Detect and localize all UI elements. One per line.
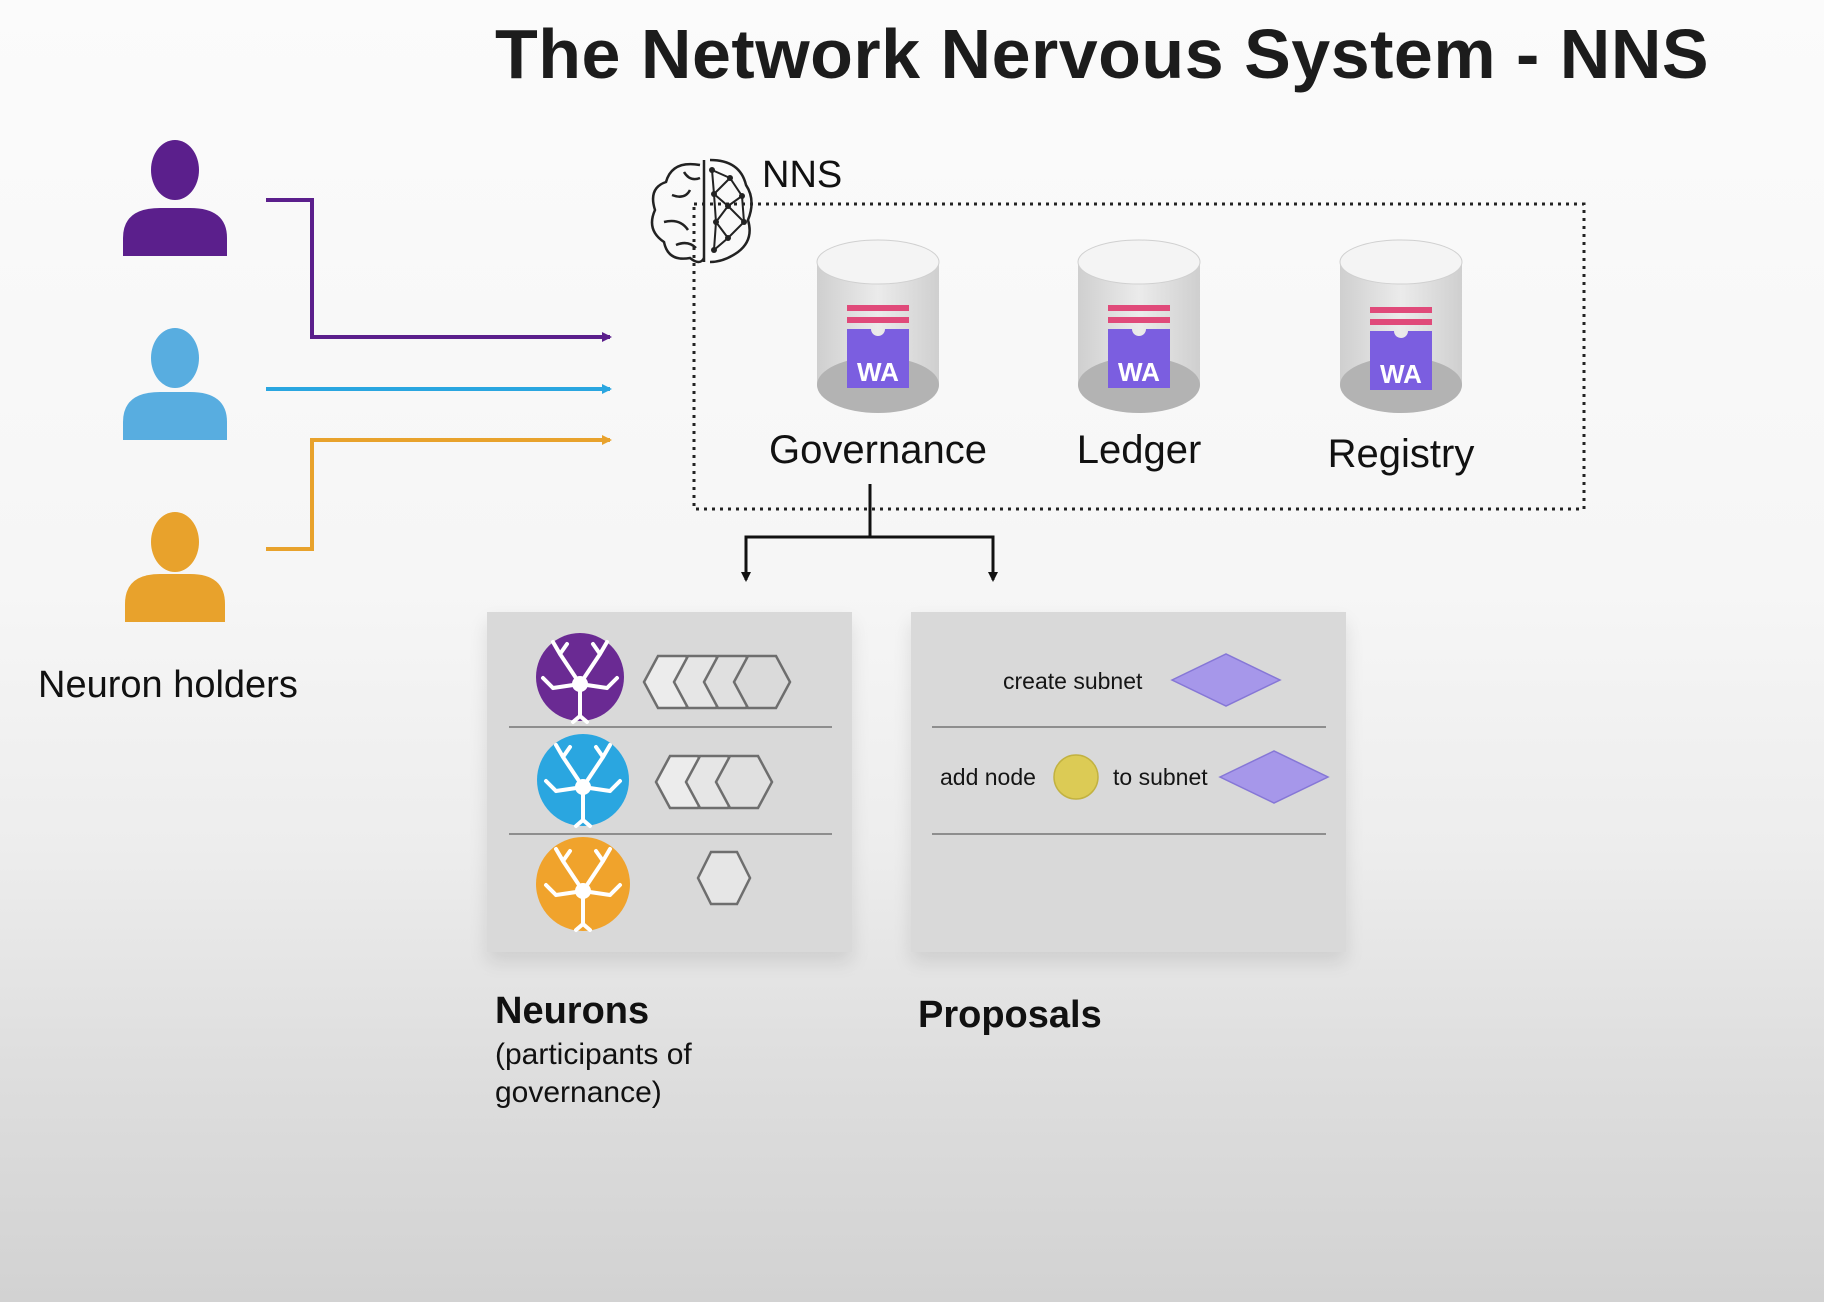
registry-wasm-badge: WA [1380,359,1422,389]
nns-box [692,202,1586,511]
neuron-holders-label: Neuron holders [38,664,298,706]
neuron-holder-orange-icon [125,512,225,622]
neuron-purple-icon [536,633,624,724]
ledger-canister: WA [1077,239,1201,413]
hexagon-stake-row3 [696,850,752,906]
subnet-diamond-icon [1218,750,1330,804]
governance-canister: WA [816,239,940,413]
proposal-create-subnet-text: create subnet [1003,668,1143,694]
arrow-orange [266,435,612,551]
nns-label: NNS [762,154,843,196]
proposals-panel: create subnet add node to subnet [911,612,1346,952]
neuron-blue-icon [537,734,629,828]
registry-label: Registry [1327,432,1475,476]
neurons-panel-graphics [509,633,832,932]
governance-label: Governance [769,428,987,472]
neurons-subtitle-line2: governance) [495,1076,662,1109]
governance-wasm-badge: WA [857,357,899,387]
ledger-label: Ledger [1076,428,1202,472]
ledger-wasm-badge: WA [1118,357,1160,387]
arrow-to-proposals [870,535,998,582]
arrow-to-neurons [741,535,870,582]
neuron-orange-icon [536,837,630,932]
neurons-subtitle-line1: (participants of [495,1038,692,1071]
slide-title: The Network Nervous System - NNS [495,15,1710,93]
hexagon-stake-row2 [654,754,774,810]
neurons-title: Neurons [495,990,650,1032]
neuron-holder-purple-icon [123,140,227,256]
arrow-purple [266,198,612,342]
proposal-add-node-text: add node [940,764,1036,790]
subnet-diamond-icon [1170,653,1282,707]
brain-network-icon [650,158,753,264]
proposals-title: Proposals [918,994,1102,1036]
proposals-panel-graphics [932,653,1330,835]
hexagon-stake-row1 [642,654,792,710]
neurons-panel [487,612,852,952]
registry-canister: WA [1339,239,1463,413]
proposal-to-subnet-text: to subnet [1113,764,1208,790]
node-circle-icon [1053,754,1099,800]
neuron-holder-blue-icon [123,328,227,440]
